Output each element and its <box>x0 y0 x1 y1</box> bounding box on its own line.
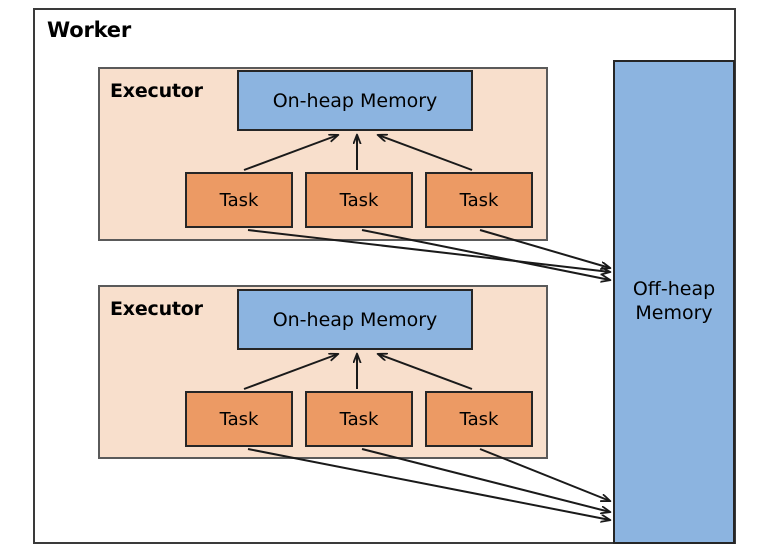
worker-label: Worker <box>47 18 131 42</box>
off-heap-memory-block: Off-heap Memory <box>613 60 735 544</box>
on-heap-memory-block-1: On-heap Memory <box>237 70 473 131</box>
task-block-1-2: Task <box>305 172 413 228</box>
task-block-2-2: Task <box>305 391 413 447</box>
off-heap-memory-label-line1: Off-heap <box>632 278 716 301</box>
executor-label-2: Executor <box>110 298 203 320</box>
off-heap-memory-label-line2: Memory <box>635 302 713 324</box>
executor-label-1: Executor <box>110 80 203 102</box>
task-block-2-1: Task <box>185 391 293 447</box>
task-block-1-3: Task <box>425 172 533 228</box>
task-block-1-1: Task <box>185 172 293 228</box>
on-heap-memory-block-2: On-heap Memory <box>237 289 473 350</box>
task-block-2-3: Task <box>425 391 533 447</box>
